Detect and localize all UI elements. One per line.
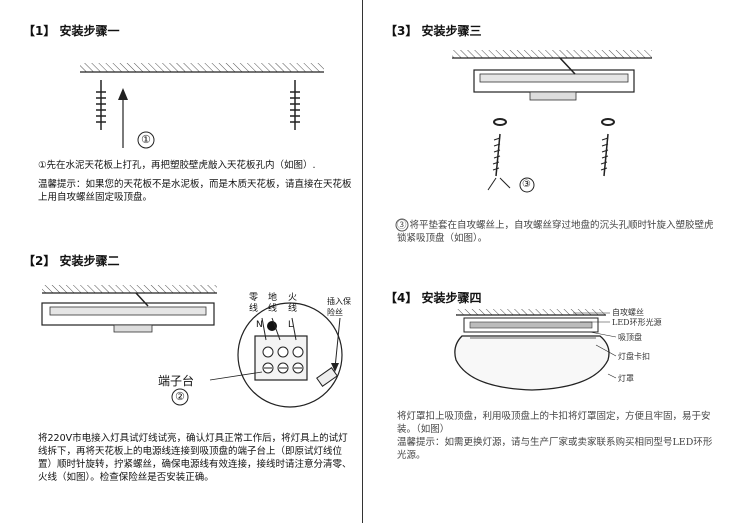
label-zero-line: 零线	[249, 293, 259, 314]
ceiling-base-plate	[41, 292, 215, 333]
step3-diagram-marker: ③	[522, 179, 531, 190]
step4-title: 【4】 安装步骤四	[385, 291, 482, 305]
terminal-block	[254, 335, 308, 381]
up-arrow	[118, 88, 128, 148]
fuse	[316, 367, 338, 387]
label-lamp-shade: 灯罩	[618, 374, 634, 383]
step1-tip: 温馨提示：如果您的天花板不是水泥板，而是木质天花板，请直接在天花板上用自攻螺丝固…	[38, 179, 352, 203]
step3-text-marker: ③	[397, 220, 407, 231]
step2-title: 【2】 安装步骤二	[23, 254, 120, 268]
step1-instruction: ①先在水泥天花板上打孔，再把塑胶壁虎敲入天花板孔内（如图）.	[38, 159, 353, 172]
label-tray-clip: 灯盘卡扣	[618, 352, 650, 361]
terminal-block-label: 端子台	[158, 374, 195, 388]
step1-title: 【1】 安装步骤一	[23, 24, 120, 38]
lamp-shade	[454, 335, 610, 391]
column-divider	[362, 0, 363, 523]
wall-anchor-left	[96, 80, 106, 130]
step4-tip: 温馨提示：如需更换灯源，请与生产厂家或卖家联系购买相同型号LED环形光源。	[397, 437, 713, 461]
step2-diagram-marker: ②	[175, 390, 185, 403]
step4-text: 将灯罩扣上吸顶盘，利用吸顶盘上的卡扣将灯罩固定，方便且牢固，易于安装。（如图）	[397, 411, 711, 435]
label-live-line: 火线	[288, 293, 298, 314]
wall-anchor-right	[290, 80, 300, 130]
ceiling-base-plate-step3	[473, 57, 635, 101]
step1-diagram-marker: ①	[141, 133, 151, 146]
step1-text: 先在水泥天花板上打孔，再把塑胶壁虎敲入天花板孔内（如图）.	[46, 160, 316, 171]
screw-right	[600, 133, 609, 177]
step3-text-wrapper: ③ 将平垫套在自攻螺丝上，自攻螺丝穿过地盘的沉头孔顺时针旋入塑胶壁虎锁紧吸顶盘（…	[397, 219, 715, 245]
step2-text: 将220V市电接入灯具试灯线试亮，确认灯具正常工作后，将灯具上的试灯线拆下，再将…	[38, 433, 352, 483]
label-ground-line: 地线	[268, 293, 278, 314]
label-self-tapping-screw: 自攻螺丝	[612, 308, 644, 317]
terminal-L: L	[288, 320, 294, 330]
step2-diagram	[41, 285, 343, 408]
label-ceiling-base: 吸顶盘	[618, 333, 642, 342]
label-insert-fuse: 插入保险丝	[327, 297, 351, 317]
step3-title: 【3】 安装步骤三	[385, 24, 482, 38]
terminal-N: N	[256, 320, 263, 330]
label-led-ring-light: LED环形光源	[612, 318, 662, 327]
step1-diagram	[80, 63, 324, 149]
step1-text-marker: ①	[38, 160, 47, 171]
step3-text: 将平垫套在自攻螺丝上，自攻螺丝穿过地盘的沉头孔顺时针旋入塑胶壁虎锁紧吸顶盘（如图…	[397, 220, 714, 244]
screw-left	[492, 133, 501, 177]
ceiling-slab	[80, 63, 324, 72]
